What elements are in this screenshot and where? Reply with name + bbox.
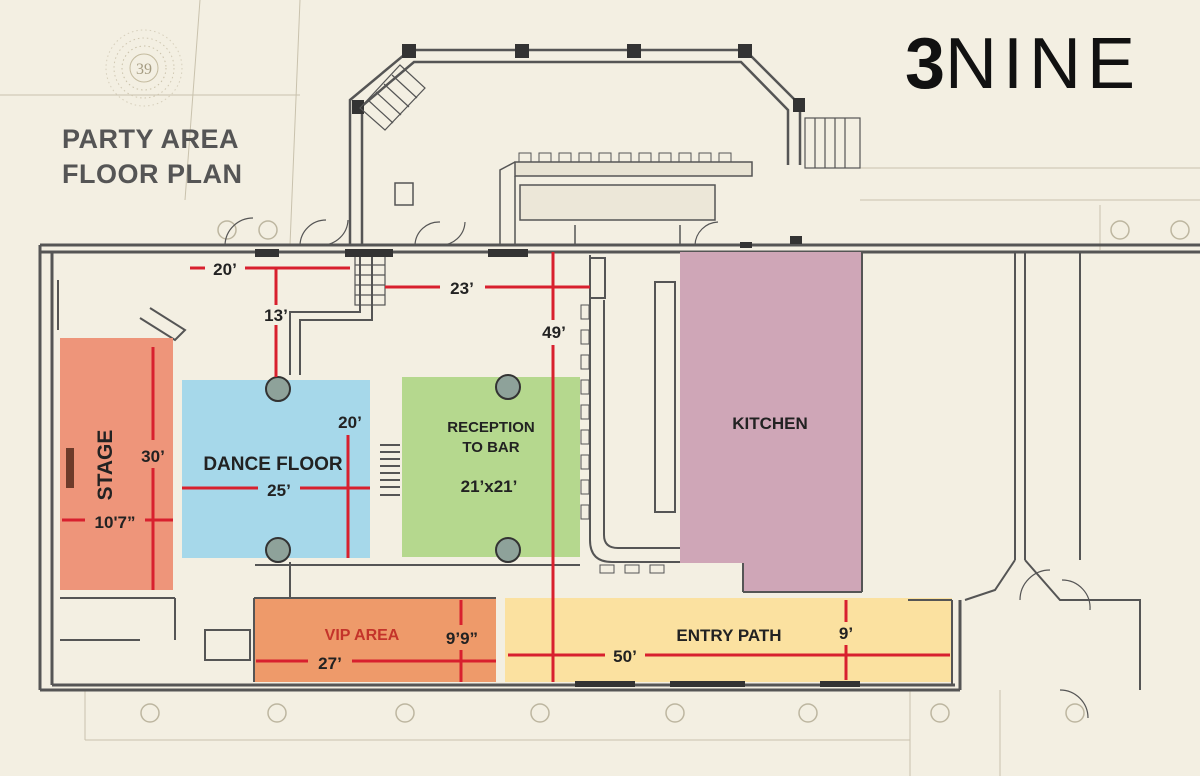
- title-line-1: PARTY AREA: [62, 124, 240, 154]
- reception-size-label: 21’x21’: [461, 477, 518, 496]
- entry-path-area: [505, 598, 952, 682]
- brand-wordmark-bold: 3: [905, 24, 946, 104]
- reception-label-line1: RECEPTION: [447, 419, 535, 436]
- entry-path-length-label: 50’: [613, 647, 637, 666]
- dimension-49-label: 49’: [542, 323, 566, 342]
- wall-posts: [255, 236, 860, 687]
- dimension-20-label: 20’: [213, 260, 237, 279]
- bar-stools: [518, 152, 732, 163]
- main-bar-counter: [589, 255, 680, 563]
- vip-depth-label: 9’9”: [446, 629, 478, 648]
- main-walls: [38, 243, 1200, 692]
- title-line-2: FLOOR PLAN: [62, 159, 243, 189]
- 39-badge-logo: 39: [105, 29, 183, 107]
- dimension-13-label: 13’: [264, 306, 288, 325]
- interior-walls: [57, 252, 580, 661]
- dance-floor-label: DANCE FLOOR: [203, 454, 343, 475]
- bay-windows: [352, 44, 805, 114]
- kitchen-label: KITCHEN: [732, 414, 808, 433]
- door-swings: [224, 217, 1091, 719]
- reception-label-line2: TO BAR: [462, 439, 519, 456]
- upper-bar: [394, 161, 753, 245]
- bar-seats: [580, 304, 665, 574]
- column-circles: [140, 220, 1190, 723]
- dance-floor-length-label: 20’: [338, 413, 362, 432]
- stage-length-label: 30’: [141, 447, 165, 466]
- vip-area: [254, 598, 496, 682]
- stage-speaker: [66, 448, 74, 488]
- entry-path-width-label: 9’: [839, 624, 853, 643]
- upper-bay-walls: [348, 48, 802, 245]
- badge-number: 39: [136, 61, 152, 78]
- page-title: PARTY AREA FLOOR PLAN: [62, 122, 243, 192]
- kitchen-area: [680, 252, 862, 592]
- vip-area-label: VIP AREA: [325, 627, 400, 644]
- area-borders: [253, 252, 953, 685]
- dance-floor-area: [182, 380, 370, 558]
- dimension-23-label: 23’: [450, 279, 474, 298]
- vip-width-label: 27’: [318, 654, 342, 673]
- stage-label: STAGE: [94, 430, 117, 501]
- reception-area: [402, 377, 580, 557]
- dance-floor-width-label: 25’: [267, 481, 291, 500]
- entry-path-label: ENTRY PATH: [676, 626, 781, 645]
- right-partitions: [964, 252, 1141, 690]
- dimension-lines: [62, 252, 950, 682]
- entry-steps: [354, 254, 386, 306]
- pillars: [265, 374, 521, 563]
- bay-stair: [359, 64, 426, 131]
- brand-wordmark-light: NINE: [945, 24, 1142, 104]
- exterior-steps: [804, 117, 861, 169]
- brand-wordmark: 3NINE: [905, 28, 1141, 100]
- stage-width-label: 10'7”: [95, 513, 136, 532]
